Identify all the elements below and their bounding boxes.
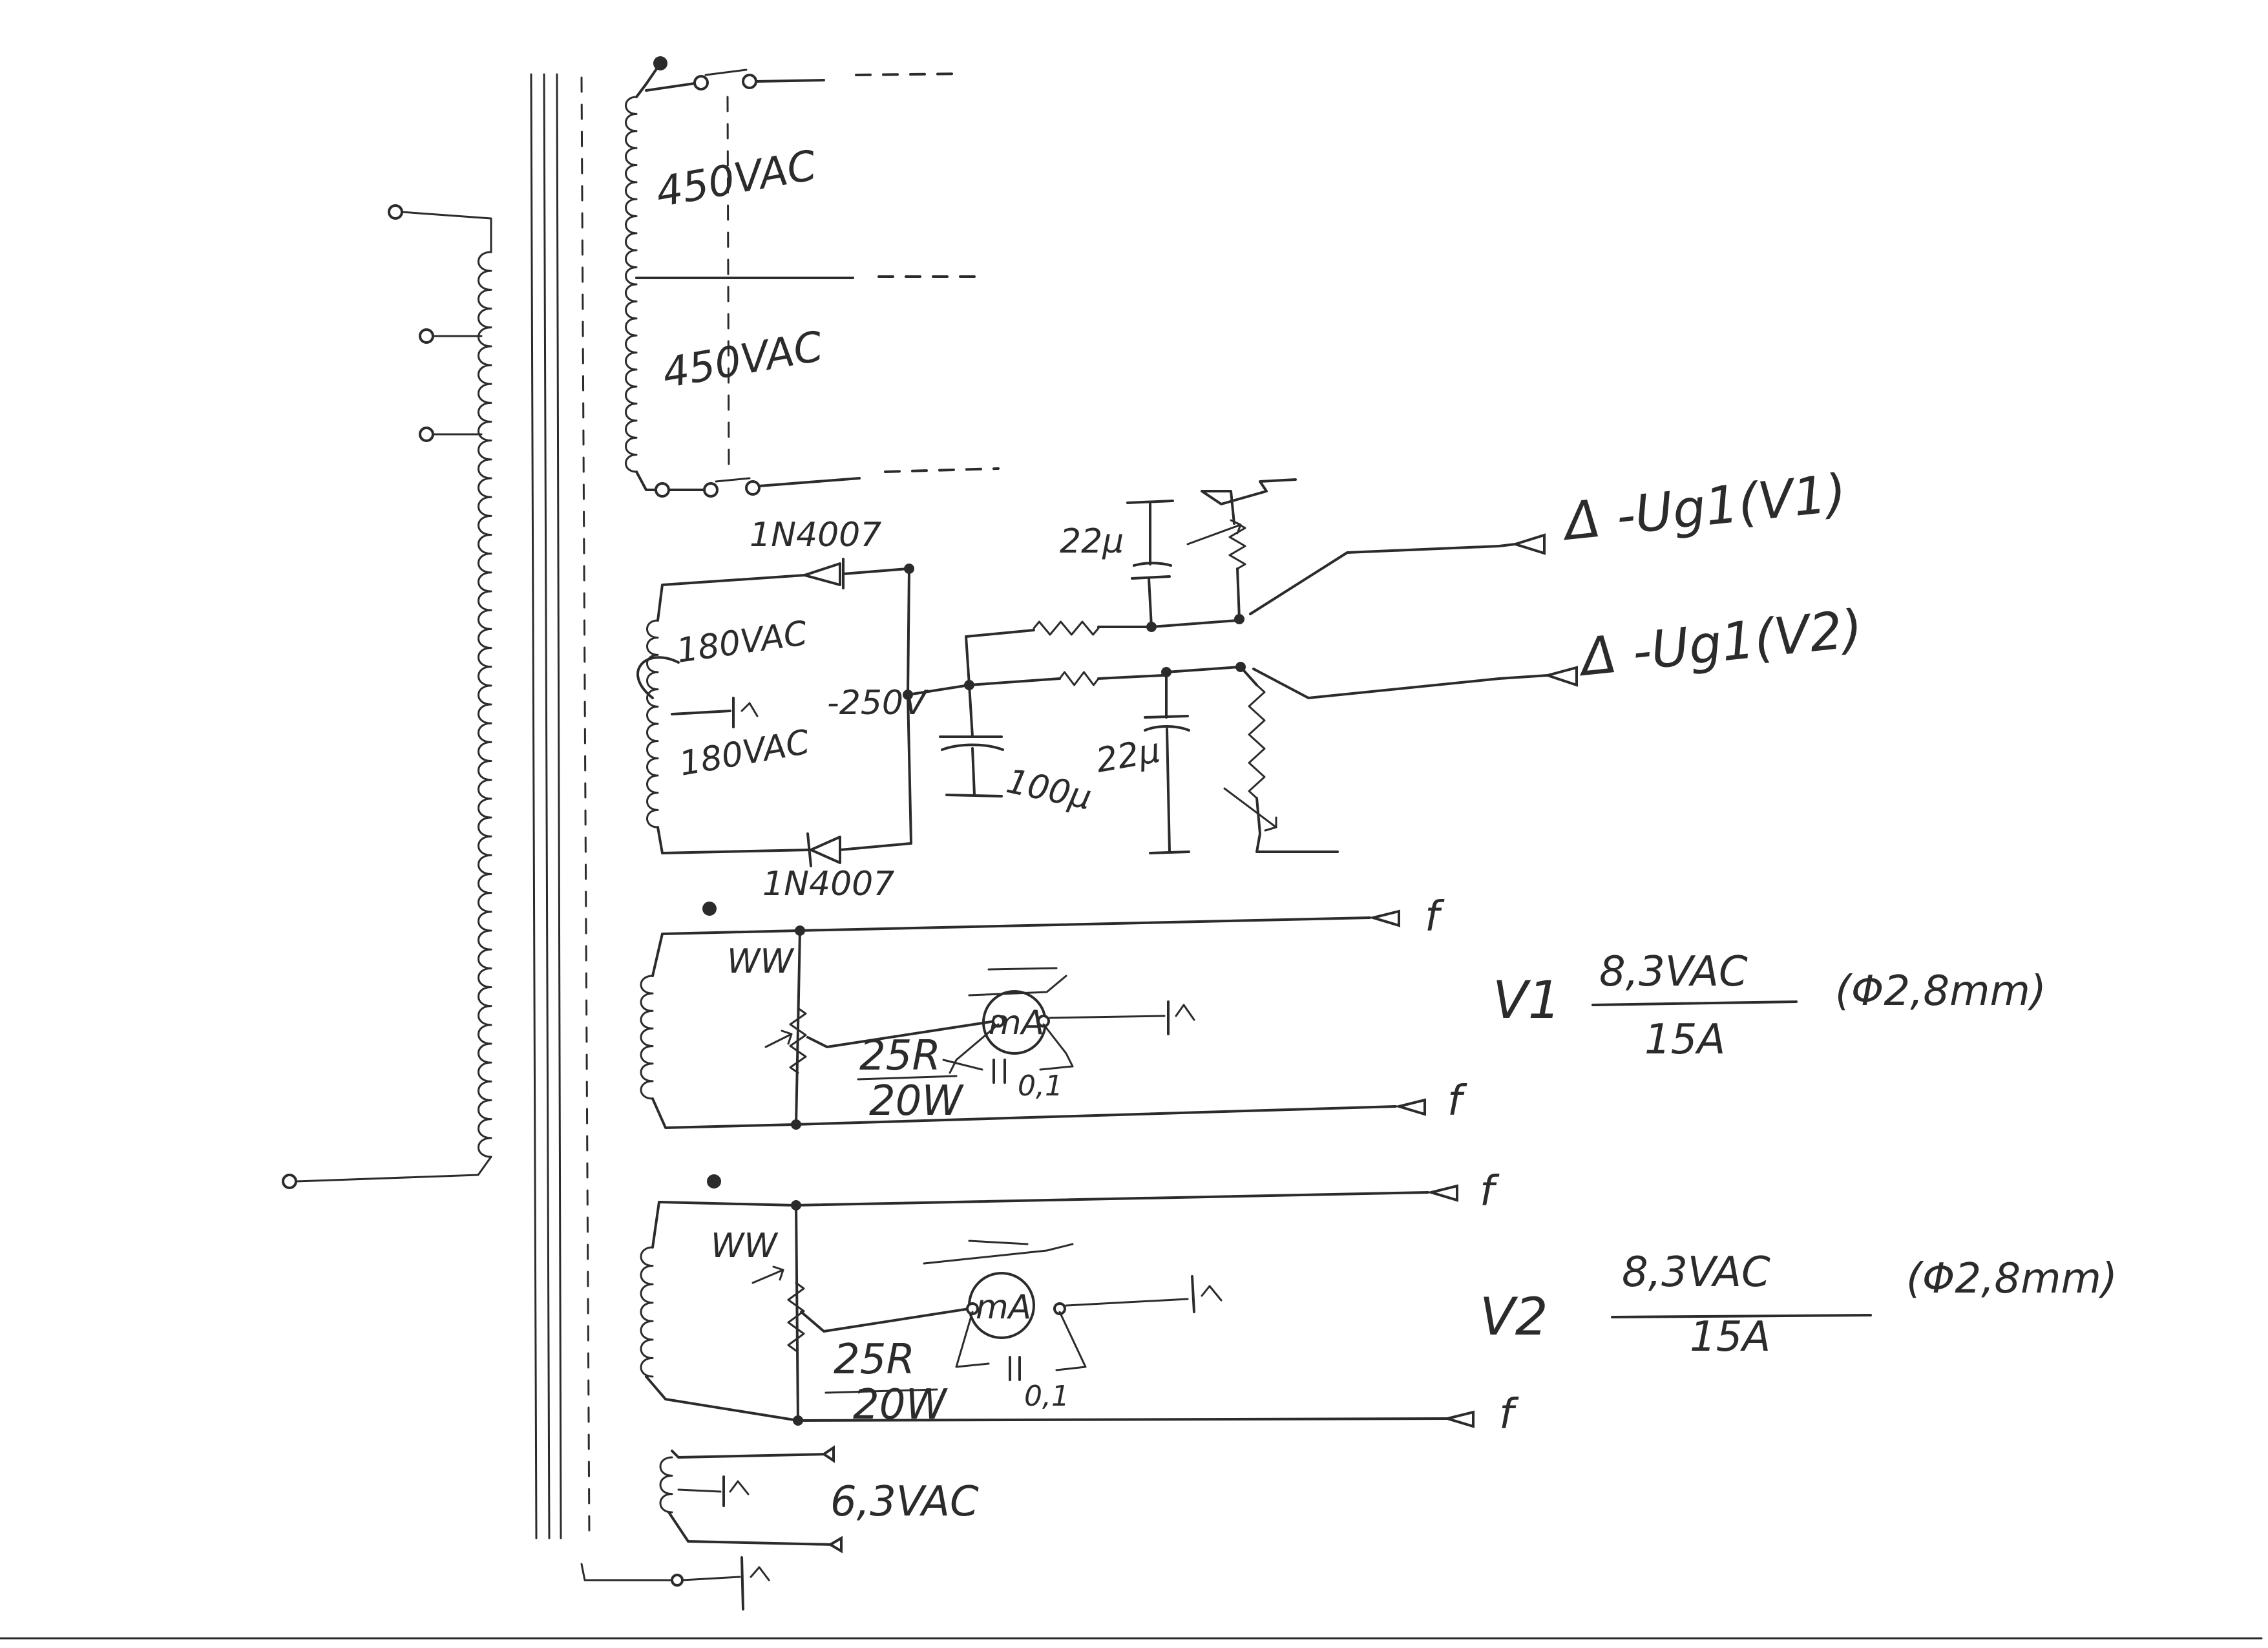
rheo-value-v2: 25R (834, 1336, 915, 1384)
filament-winding-v1: WW 25R 20W mA 0,1 f f V1 8,3VAC 15A (Φ2,… (640, 893, 2046, 1130)
diode-bottom (806, 832, 912, 867)
bias-pot-v2 (1223, 666, 1500, 853)
rheo-power-v1: 20W (869, 1077, 964, 1125)
switch-bottom (715, 477, 751, 483)
transformer-core (530, 73, 673, 1581)
f-label-v1-bottom: f (1447, 1077, 1467, 1125)
bias-pot-v1 (1186, 478, 1500, 620)
f-label-v1-top: f (1425, 893, 1445, 941)
meter-label-v2: mA (976, 1288, 1031, 1327)
polarity-dot-v1 (702, 902, 717, 916)
cap01-label-v2: 0,1 (1024, 1380, 1069, 1413)
capacitor-22u-bottom (1144, 671, 1190, 854)
arrow-ug1-v1 (1511, 533, 1546, 555)
diode-bottom-label: 1N4007 (762, 865, 894, 903)
out-ug1-v2-label: Δ -Ug1(V2) (1574, 598, 1865, 688)
ground-symbol-core (750, 1566, 770, 1581)
hv-top-label: 450VAC (653, 142, 820, 217)
mains-tilde (636, 656, 680, 699)
out-ug1-v1-label: Δ -Ug1(V1) (1558, 463, 1849, 553)
capacitor-100u (939, 684, 1004, 798)
aux-winding: 6,3VAC (659, 1445, 979, 1611)
bias-dc-label: -250V (827, 684, 929, 723)
cap-22u-bottom-label: 22µ (1093, 731, 1163, 780)
v1-wire: (Φ2,8mm) (1835, 967, 2046, 1015)
rheo-power-v2: 20W (853, 1381, 948, 1429)
cap01-label-v1: 0,1 (1018, 1070, 1063, 1103)
rheo-value-v1: 25R (859, 1032, 941, 1080)
v2-name: V2 (1480, 1287, 1548, 1347)
diode-top (803, 558, 909, 589)
capacitor-22u-top (1126, 500, 1174, 628)
diode-top-label: 1N4007 (750, 516, 881, 555)
v2-current: 15A (1690, 1313, 1770, 1361)
v1-current: 15A (1644, 1016, 1725, 1064)
cap-22u-top-label: 22µ (1060, 522, 1124, 561)
ground-symbol-bias (740, 702, 759, 717)
ground-symbol-v2 (1201, 1285, 1223, 1302)
primary-tap-2 (419, 328, 434, 344)
bias-bottom-label: 180VAC (677, 723, 813, 783)
v2-wire: (Φ2,8mm) (1906, 1255, 2117, 1303)
hv-secondary: 450VAC 450VAC (625, 56, 1000, 498)
ww-label-v1: WW (727, 942, 795, 981)
v1-name: V1 (1493, 970, 1561, 1030)
ground-symbol-v1 (1175, 1004, 1195, 1021)
primary-tap-3 (419, 427, 434, 442)
polarity-dot-v2 (707, 1174, 721, 1188)
f-label-v2-bottom: f (1499, 1391, 1519, 1439)
filament-winding-v2: WW 25R 20W mA 0,1 f f V2 8,3VAC 15A (Φ2,… (640, 1168, 2117, 1439)
arrow-ug1-v2 (1543, 666, 1578, 687)
ground-symbol-aux (729, 1480, 750, 1495)
aux-voltage-label: 6,3VAC (830, 1478, 979, 1526)
primary-winding (282, 204, 680, 1189)
cap-100u-label: 100µ (1003, 762, 1095, 818)
primary-tap-1 (388, 204, 403, 220)
f-label-v2-top: f (1480, 1168, 1500, 1216)
v2-voltage: 8,3VAC (1622, 1249, 1770, 1296)
v1-voltage: 8,3VAC (1599, 948, 1748, 996)
primary-tap-4 (282, 1174, 297, 1189)
switch-top (704, 69, 748, 76)
hv-bottom-label: 450VAC (659, 322, 826, 397)
ww-label-v2: WW (711, 1227, 779, 1265)
bias-supply: 1N4007 1N4007 180VAC 180VAC -250V 1 (646, 463, 1865, 903)
bias-top-label: 180VAC (674, 614, 810, 671)
